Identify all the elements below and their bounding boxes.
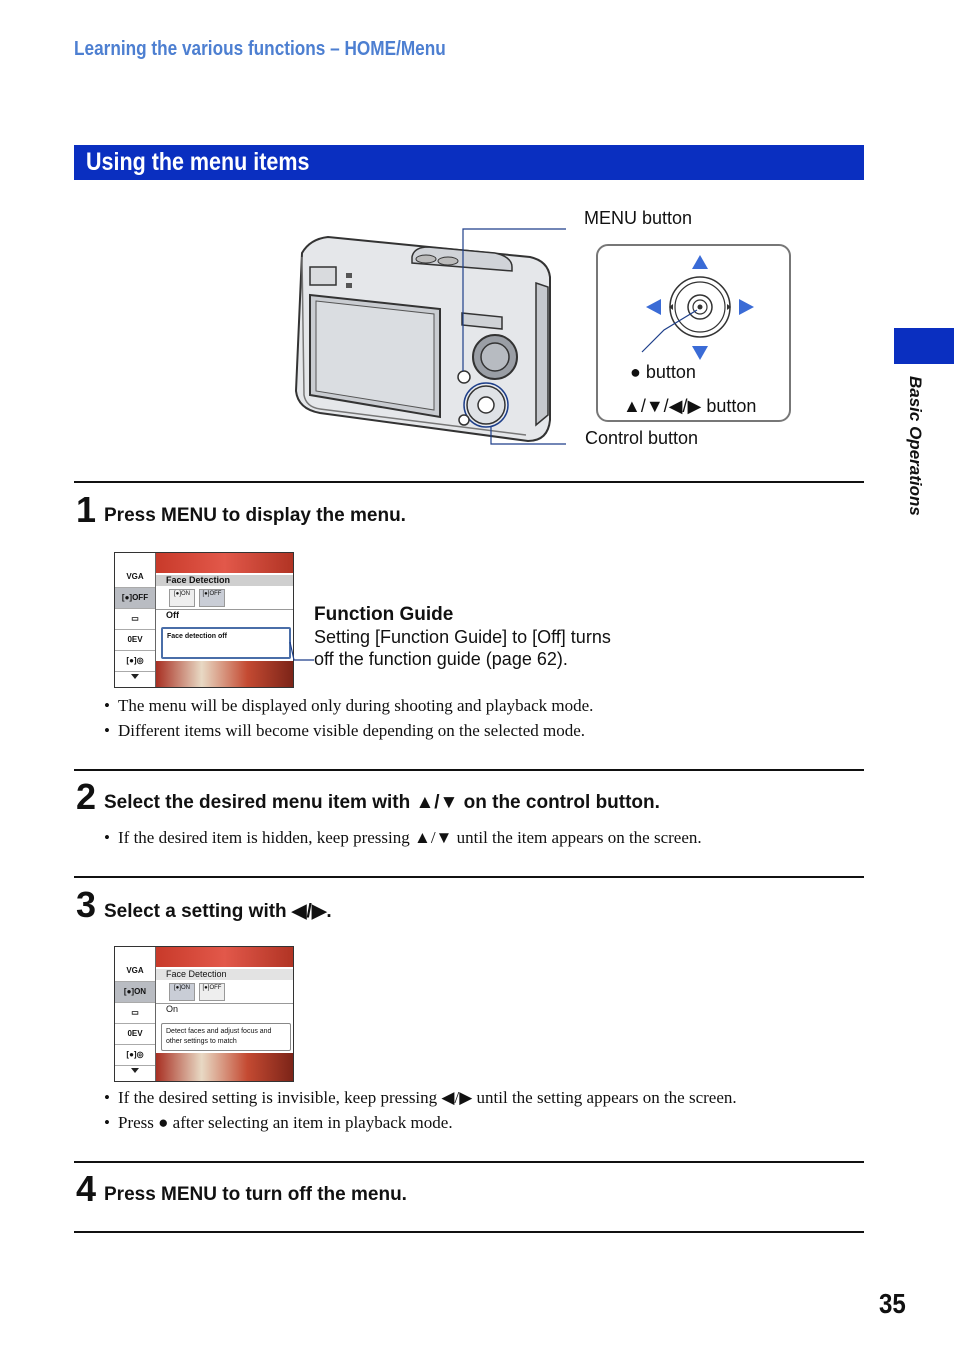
step-title: Select a setting with ◀/▶. <box>104 901 332 922</box>
menu-icon-column: VGA [●]ON ▭ 0EV [●]◎ <box>115 947 156 1081</box>
function-guide-callout-line <box>289 641 314 661</box>
bullet-item: •The menu will be displayed only during … <box>104 696 594 715</box>
camera-illustration <box>294 228 566 445</box>
menu-icon-image-size: VGA <box>115 961 155 982</box>
bullet-item: •Press ● after selecting an item in play… <box>104 1113 453 1132</box>
step-title: Select the desired menu item with ▲/▼ on… <box>104 792 660 813</box>
menu-selected-value: On <box>156 1003 293 1014</box>
section-title-bar: Using the menu items <box>74 145 864 180</box>
control-button-label: Control button <box>585 428 699 448</box>
section-title: Using the menu items <box>86 148 310 176</box>
menu-icon-display: ▭ <box>115 609 155 630</box>
running-head: Learning the various functions – HOME/Me… <box>74 38 446 60</box>
menu-icon-display: ▭ <box>115 1003 155 1024</box>
bullet-item: •If the desired item is hidden, keep pre… <box>104 828 702 847</box>
menu-header: Face Detection <box>156 575 293 586</box>
side-label: Basic Operations <box>905 376 925 516</box>
function-guide-title: Function Guide <box>314 604 454 625</box>
menu-photo-bottom <box>156 1053 293 1081</box>
step-title: Press MENU to display the menu. <box>104 505 406 526</box>
menu-description: Face detection off <box>161 627 291 659</box>
menu-screen-step3: VGA [●]ON ▭ 0EV [●]◎ Face Detection [●]O… <box>114 946 294 1082</box>
scroll-down-icon <box>131 674 139 679</box>
option-face-off: [●]OFF <box>199 983 225 1001</box>
step-number: 3 <box>76 884 97 925</box>
menu-icon-ev: 0EV <box>115 630 155 651</box>
menu-icon-red-eye: [●]◎ <box>115 651 155 672</box>
menu-screen-step1: VGA [●]OFF ▭ 0EV [●]◎ Face Detection [●]… <box>114 552 294 688</box>
menu-icon-ev: 0EV <box>115 1024 155 1045</box>
menu-icon-image-size: VGA <box>115 567 155 588</box>
menu-photo-bottom <box>156 661 293 687</box>
control-button-diagram <box>641 255 754 360</box>
menu-description: Detect faces and adjust focus and other … <box>161 1023 291 1051</box>
menu-photo-top <box>156 947 293 967</box>
menu-icon-red-eye: [●]◎ <box>115 1045 155 1066</box>
option-face-on: [●]ON <box>169 983 195 1001</box>
step-divider <box>74 481 864 483</box>
page-bottom-rule <box>74 1231 864 1233</box>
center-button-label: ● button <box>630 362 696 382</box>
menu-icon-column: VGA [●]OFF ▭ 0EV [●]◎ <box>115 553 156 687</box>
menu-header: Face Detection <box>156 969 293 980</box>
side-label-text: Basic Operations <box>906 376 925 516</box>
bullet-item: •If the desired setting is invisible, ke… <box>104 1088 737 1107</box>
scroll-down-icon <box>131 1068 139 1073</box>
step-number: 4 <box>76 1168 97 1209</box>
option-face-off: [●]OFF <box>199 589 225 607</box>
function-guide-line1: Setting [Function Guide] to [Off] turns <box>314 627 611 647</box>
menu-photo-top <box>156 553 293 573</box>
menu-icon-face-detection: [●]OFF <box>115 588 155 609</box>
bullet-item: •Different items will become visible dep… <box>104 721 586 740</box>
step-number: 1 <box>76 489 97 530</box>
step-title: Press MENU to turn off the menu. <box>104 1184 407 1205</box>
control-button-detail <box>596 244 791 422</box>
function-guide-line2: off the function guide (page 62). <box>314 649 568 669</box>
menu-icon-face-detection: [●]ON <box>115 982 155 1003</box>
step-divider <box>74 769 864 771</box>
page-number: 35 <box>879 1288 906 1319</box>
step-divider <box>74 1161 864 1163</box>
menu-button-label: MENU button <box>584 208 693 228</box>
menu-selected-value: Off <box>156 609 293 620</box>
step-divider <box>74 876 864 878</box>
arrow-buttons-label: ▲/▼/◀/▶ button <box>623 396 757 416</box>
option-face-on: [●]ON <box>169 589 195 607</box>
side-tab <box>894 328 954 364</box>
step-number: 2 <box>76 776 97 817</box>
